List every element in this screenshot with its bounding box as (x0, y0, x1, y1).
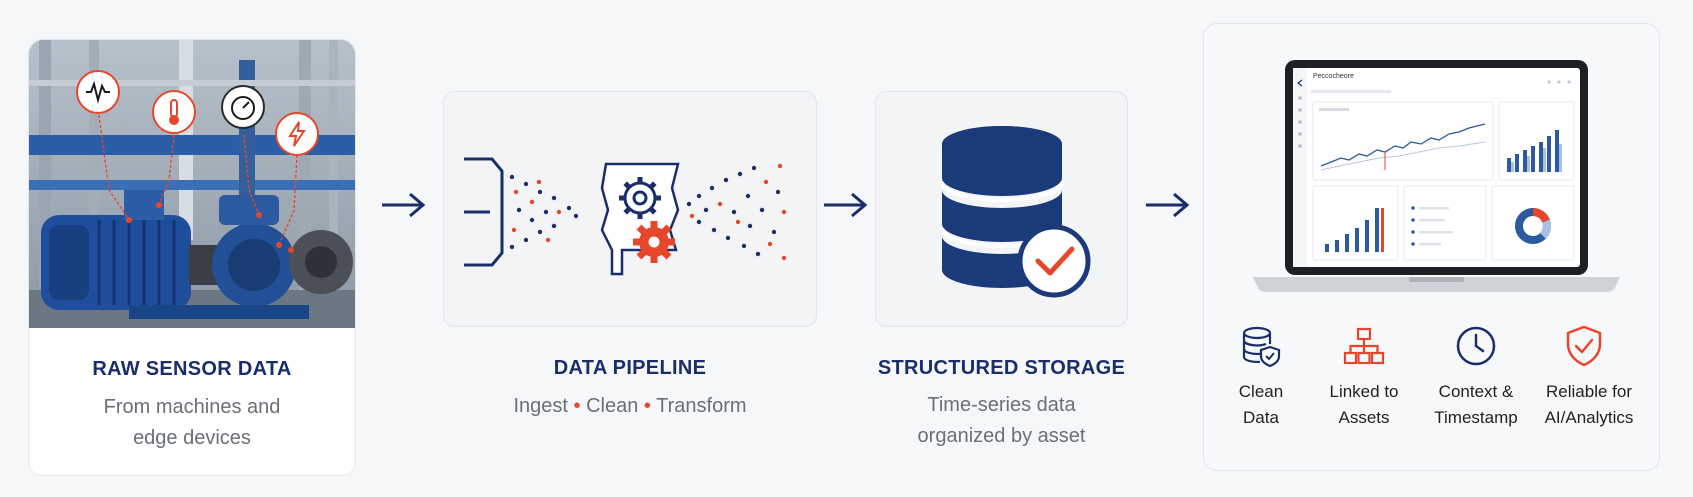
raw-sensor-subtitle: From machines and edge devices (103, 396, 281, 449)
step-clean: Clean (586, 395, 639, 417)
step-separator: • (643, 395, 651, 417)
hierarchy-icon (1342, 324, 1386, 368)
storage-title: STRUCTURED STORAGE (877, 357, 1126, 379)
clock-icon (1454, 324, 1498, 368)
shield-database-icon (1239, 324, 1283, 368)
gauge-icon (221, 85, 265, 129)
arrow-right-icon (1144, 192, 1190, 218)
pipeline-title: DATA PIPELINE (553, 357, 707, 379)
laptop: Рeccocheore (1249, 58, 1624, 306)
pipeline-panel (443, 91, 817, 327)
step-ingest: Ingest (513, 395, 568, 417)
raw-sensor-title: RAW SENSOR DATA (92, 358, 292, 380)
storage-panel (875, 91, 1128, 327)
outcome-card: Рeccocheore (1203, 23, 1660, 471)
benefit-reliable-ai: Reliable for AI/Analytics (1544, 382, 1634, 427)
step-transform: Transform (656, 395, 747, 417)
waveform-icon (76, 70, 120, 114)
lightning-icon (275, 112, 319, 156)
arrow-right-icon (822, 192, 868, 218)
machine-photo (29, 40, 355, 328)
storage-subtitle: Time-series data organized by asset (917, 394, 1086, 447)
benefit-context-timestamp: Context & Timestamp (1434, 382, 1518, 427)
raw-sensor-card: RAW SENSOR DATA From machines and edge d… (28, 39, 356, 476)
arrow-right-icon (380, 192, 426, 218)
dashboard-app-title: Рeccocheore (1313, 73, 1354, 80)
pipeline-steps: Ingest • Clean • Transform (443, 391, 817, 422)
benefit-clean-data: Clean Data (1238, 382, 1284, 427)
database-check-icon (940, 126, 1091, 298)
shield-check-icon (1562, 324, 1606, 368)
pipeline-illustration (464, 157, 787, 276)
benefit-linked-assets: Linked to Assets (1329, 382, 1399, 427)
thermometer-icon (152, 90, 196, 134)
step-separator: • (573, 395, 581, 417)
